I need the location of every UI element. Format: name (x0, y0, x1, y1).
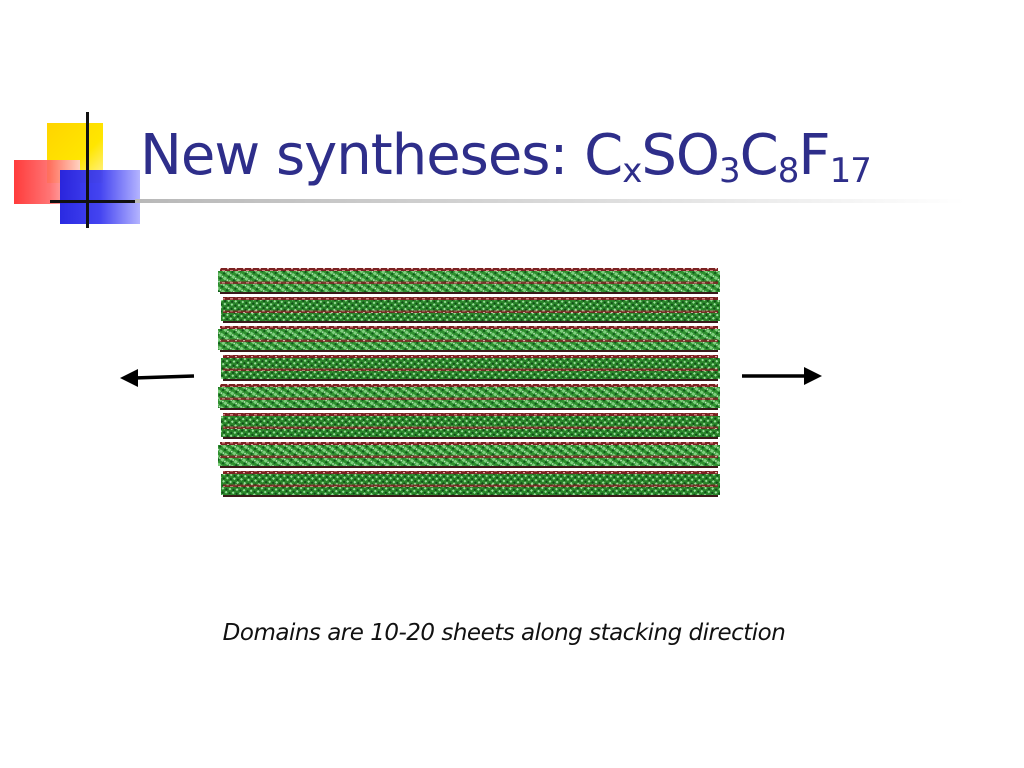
sheet-edge-line (220, 408, 718, 410)
intercalant-line (220, 326, 718, 329)
intercalant-line (223, 310, 718, 313)
logo-horizontal-line (50, 200, 160, 203)
left-arrow-icon (120, 369, 195, 387)
intercalant-line (220, 397, 718, 400)
sheet-edge-line (220, 292, 718, 294)
intercalant-line (220, 384, 718, 387)
sheet-edge-line (223, 379, 718, 381)
formula: CxSO3C8F17 (584, 123, 872, 191)
intercalant-line (223, 471, 718, 474)
layered-structure-diagram (120, 268, 822, 497)
intercalant-line (220, 339, 718, 342)
caption: Domains are 10-20 sheets along stacking … (222, 620, 786, 646)
intercalant-line (220, 268, 718, 271)
logo-blue-square (60, 170, 140, 224)
sheet-layers (218, 268, 720, 497)
intercalant-line (223, 297, 718, 300)
intercalant-line (223, 413, 718, 416)
corner-logo-icon (0, 0, 160, 240)
title-text: New syntheses: (140, 123, 585, 188)
intercalant-line (223, 484, 718, 487)
sheet-edge-line (220, 466, 718, 468)
title-underline (135, 199, 965, 203)
sheet-edge-line (223, 321, 718, 323)
slide-title: New syntheses: CxSO3C8F17 (140, 116, 872, 196)
sheet-edge-line (223, 437, 718, 439)
sheet-edge-line (223, 495, 718, 497)
right-arrow-icon (742, 367, 822, 385)
logo-vertical-line (86, 112, 89, 228)
intercalant-line (220, 281, 718, 284)
intercalant-line (223, 426, 718, 429)
sheet-edge-line (220, 350, 718, 352)
intercalant-line (220, 455, 718, 458)
intercalant-line (220, 442, 718, 445)
intercalant-line (223, 355, 718, 358)
intercalant-line (223, 368, 718, 371)
